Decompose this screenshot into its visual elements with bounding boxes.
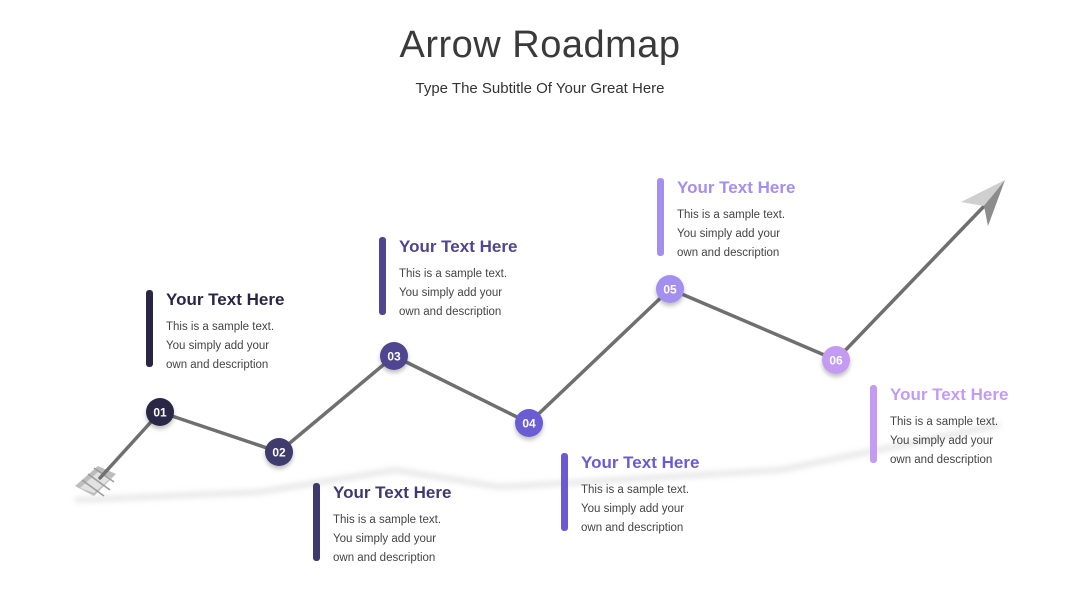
card-heading: Your Text Here [677, 178, 796, 197]
card-heading: Your Text Here [399, 237, 518, 256]
milestone-dot [515, 409, 543, 437]
card-04: Your Text Here This is a sample text. Yo… [561, 453, 751, 534]
card-01: Your Text Here This is a sample text. Yo… [146, 290, 336, 371]
card-accent-bar [313, 483, 320, 561]
roadmap-line [98, 198, 992, 480]
milestone-label: 06 [829, 354, 843, 368]
milestone-05: 05 [656, 275, 684, 303]
page-subtitle: Type The Subtitle Of Your Great Here [415, 80, 665, 97]
card-body: This is a sample text. You simply add yo… [166, 321, 275, 371]
card-06: Your Text Here This is a sample text. Yo… [870, 385, 1060, 466]
card-accent-bar [561, 453, 568, 531]
milestone-dot [146, 398, 174, 426]
card-body: This is a sample text. You simply add yo… [399, 268, 508, 318]
card-03: Your Text Here This is a sample text. Yo… [379, 237, 569, 318]
milestone-dot [822, 346, 850, 374]
milestone-03: 03 [380, 342, 408, 370]
milestone-dot [656, 275, 684, 303]
card-heading: Your Text Here [333, 483, 452, 502]
card-body: This is a sample text. You simply add yo… [890, 416, 999, 466]
milestone-01: 01 [146, 398, 174, 426]
milestone-dot [265, 438, 293, 466]
card-02: Your Text Here This is a sample text. Yo… [313, 483, 503, 564]
arrow-tail-icon [75, 466, 116, 497]
card-body: This is a sample text. You simply add yo… [581, 484, 690, 534]
milestone-label: 03 [387, 350, 401, 364]
milestone-label: 02 [272, 446, 286, 460]
card-accent-bar [870, 385, 877, 463]
card-body: This is a sample text. You simply add yo… [677, 209, 786, 259]
card-accent-bar [146, 290, 153, 367]
page-title: Arrow Roadmap [399, 24, 681, 66]
milestone-label: 04 [522, 417, 536, 431]
card-05: Your Text Here This is a sample text. Yo… [657, 178, 847, 259]
card-heading: Your Text Here [166, 290, 285, 309]
milestone-dot [380, 342, 408, 370]
milestone-label: 01 [153, 406, 167, 420]
card-heading: Your Text Here [890, 385, 1009, 404]
milestone-02: 02 [265, 438, 293, 466]
arrow-head-icon [961, 180, 1005, 226]
card-body: This is a sample text. You simply add yo… [333, 514, 442, 564]
milestone-label: 05 [663, 283, 677, 297]
roadmap-shadow [74, 422, 1001, 503]
card-accent-bar [379, 237, 386, 315]
milestone-06: 06 [822, 346, 850, 374]
card-accent-bar [657, 178, 664, 256]
card-heading: Your Text Here [581, 453, 700, 472]
milestone-04: 04 [515, 409, 543, 437]
